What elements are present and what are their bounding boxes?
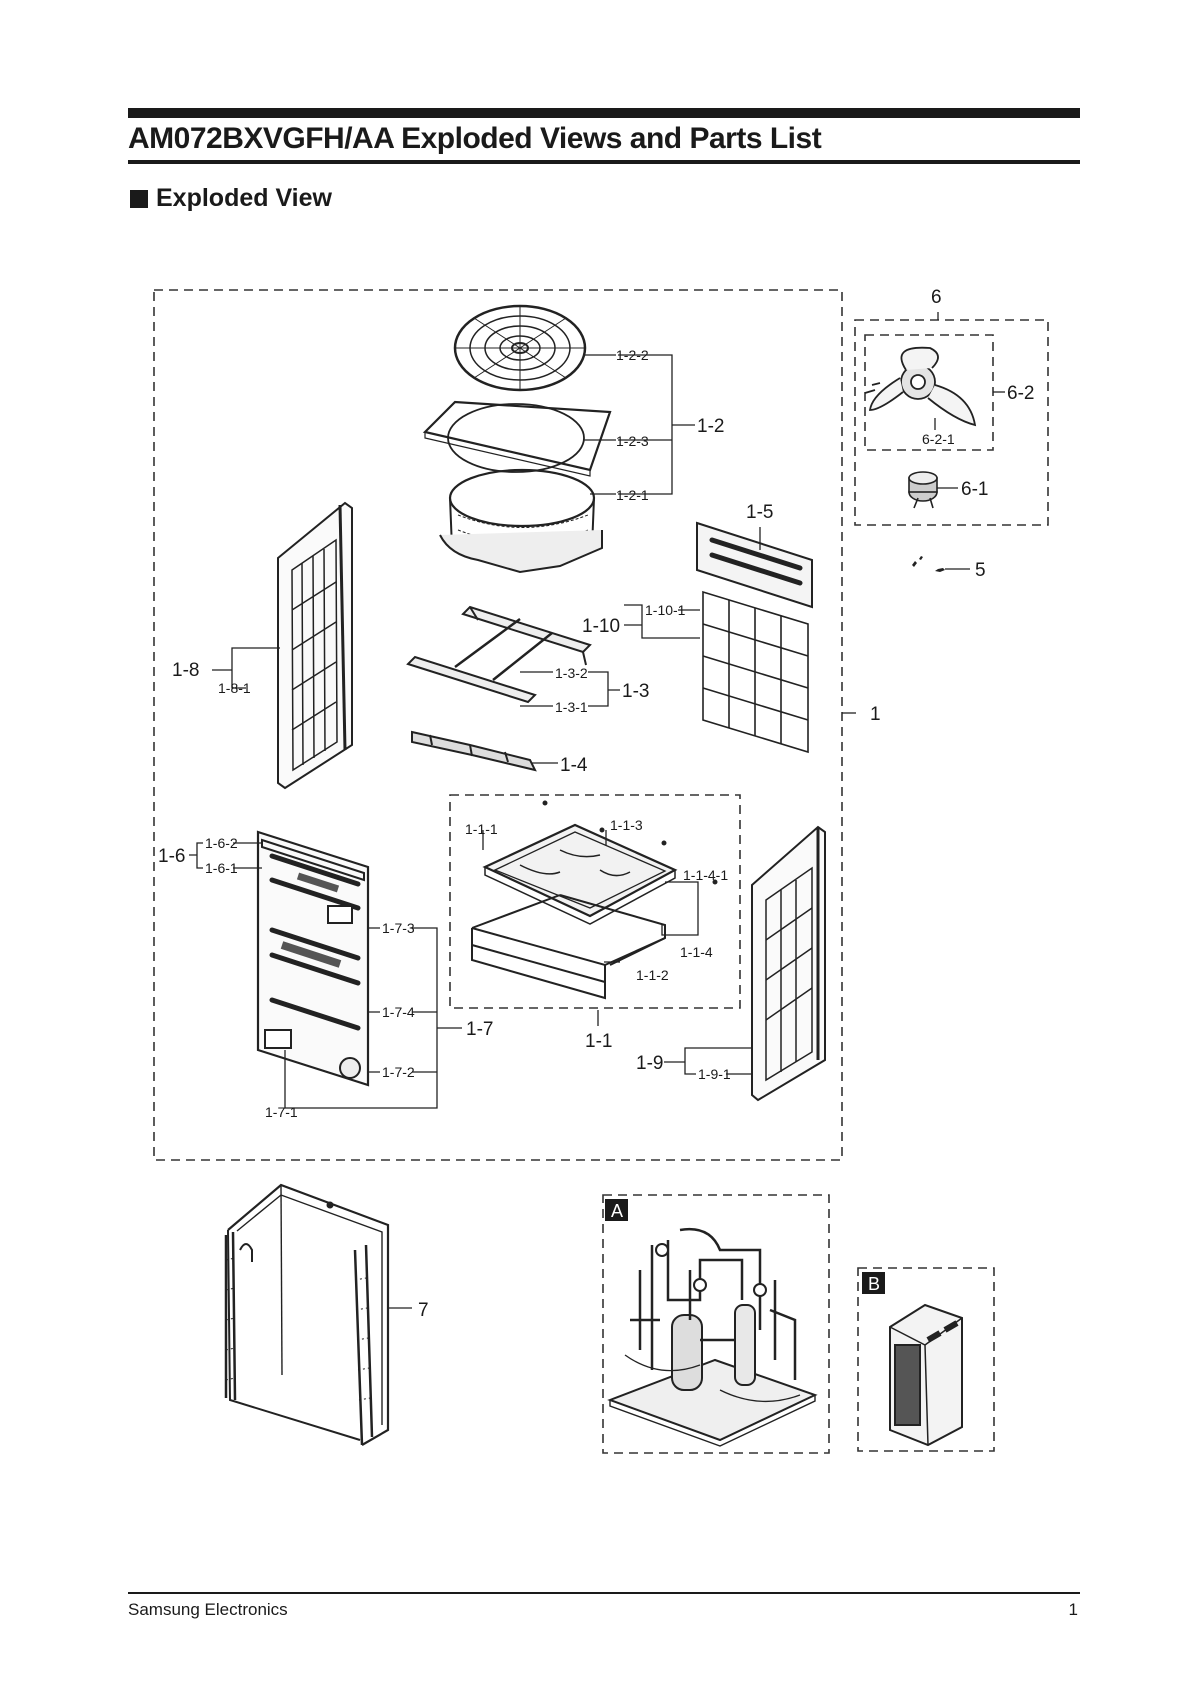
piping-assembly-frame: [602, 1194, 830, 1454]
fan-motor-part: [908, 471, 938, 509]
base-assembly-frame: [449, 794, 741, 1009]
control-box-frame: [857, 1267, 995, 1452]
label-5: 5: [975, 560, 986, 581]
label-6-1: 6-1: [961, 479, 988, 500]
label-6-2: 6-2: [1007, 383, 1034, 404]
orifice-plate-part: [422, 400, 612, 477]
base-plate-part: [482, 800, 718, 925]
document-title: AM072BXVGFH/AA Exploded Views and Parts …: [128, 122, 822, 155]
fan-shroud-part: [439, 468, 603, 574]
section-heading-text: Exploded View: [156, 184, 332, 212]
label-1-7-4: 1-7-4: [382, 1004, 415, 1020]
control-box-part: [889, 1303, 963, 1447]
label-7: 7: [418, 1300, 429, 1321]
label-1-1-1: 1-1-1: [465, 821, 498, 837]
support-frame-part: [406, 605, 592, 704]
label-1-9: 1-9: [636, 1053, 663, 1074]
fan-blade-part: [864, 346, 977, 427]
label-1-7-1: 1-7-1: [265, 1104, 298, 1120]
label-1-1-3: 1-1-3: [610, 817, 643, 833]
label-1-6-2: 1-6-2: [205, 835, 238, 851]
footer-company: Samsung Electronics: [128, 1600, 288, 1619]
fan-guard-part: [453, 304, 587, 392]
title-top-bar: [128, 108, 1080, 118]
label-1-10-1: 1-10-1: [645, 602, 686, 618]
left-side-panel-part: [277, 501, 353, 790]
bracket-part: [411, 730, 537, 772]
label-1-2: 1-2: [697, 416, 724, 437]
label-6-2-1: 6-2-1: [922, 431, 955, 447]
label-1-7: 1-7: [466, 1019, 493, 1040]
label-1-7-2: 1-7-2: [382, 1064, 415, 1080]
label-1-8: 1-8: [172, 660, 199, 681]
marker-a: A: [605, 1199, 628, 1221]
label-1-3: 1-3: [622, 681, 649, 702]
label-1-1-4-1: 1-1-4-1: [683, 867, 728, 883]
label-1-2-3: 1-2-3: [616, 433, 649, 449]
label-1-3-2: 1-3-2: [555, 665, 588, 681]
right-side-panel-part: [751, 825, 826, 1102]
front-panel-part: [256, 830, 370, 1087]
bottom-frame-part: [471, 894, 666, 1000]
label-1-7-3: 1-7-3: [382, 920, 415, 936]
square-bullet-icon: [130, 189, 148, 208]
marker-b: B: [862, 1272, 885, 1294]
label-1-8-1: 1-8-1: [218, 680, 251, 696]
label-1-2-1: 1-2-1: [616, 487, 649, 503]
leader-lines: [189, 312, 1005, 1309]
label-1-4: 1-4: [560, 755, 588, 776]
section-heading: Exploded View: [130, 184, 332, 213]
rear-grille-part: [702, 590, 809, 754]
callout-labels: 1-2-2 1-2-3 1-2-1 1-2 1-5 1-10 1-10-1 1-…: [158, 287, 1034, 1321]
footer-rule: [128, 1592, 1080, 1594]
marker-b-text: B: [868, 1274, 880, 1294]
label-1-6: 1-6: [158, 846, 185, 867]
label-1-6-1: 1-6-1: [205, 860, 238, 876]
label-1-1: 1-1: [585, 1031, 612, 1052]
label-1-1-4: 1-1-4: [680, 944, 713, 960]
fan-assembly-frame: [854, 319, 1049, 526]
label-6: 6: [931, 287, 942, 308]
piping-assembly-part: [607, 1227, 818, 1447]
label-1-3-1: 1-3-1: [555, 699, 588, 715]
label-1-9-1: 1-9-1: [698, 1066, 731, 1082]
page-number: 1: [1068, 1600, 1078, 1619]
label-1-1-2: 1-1-2: [636, 967, 669, 983]
label-1-10: 1-10: [582, 616, 620, 637]
heat-exchanger-coil-part: [224, 1183, 390, 1446]
marker-a-text: A: [611, 1201, 623, 1221]
title-underline: [128, 160, 1080, 164]
screws-part: [912, 556, 945, 572]
label-1-5: 1-5: [746, 502, 773, 523]
label-1: 1: [870, 704, 881, 725]
top-cover-panel-part: [696, 521, 813, 609]
label-1-2-2: 1-2-2: [616, 347, 649, 363]
